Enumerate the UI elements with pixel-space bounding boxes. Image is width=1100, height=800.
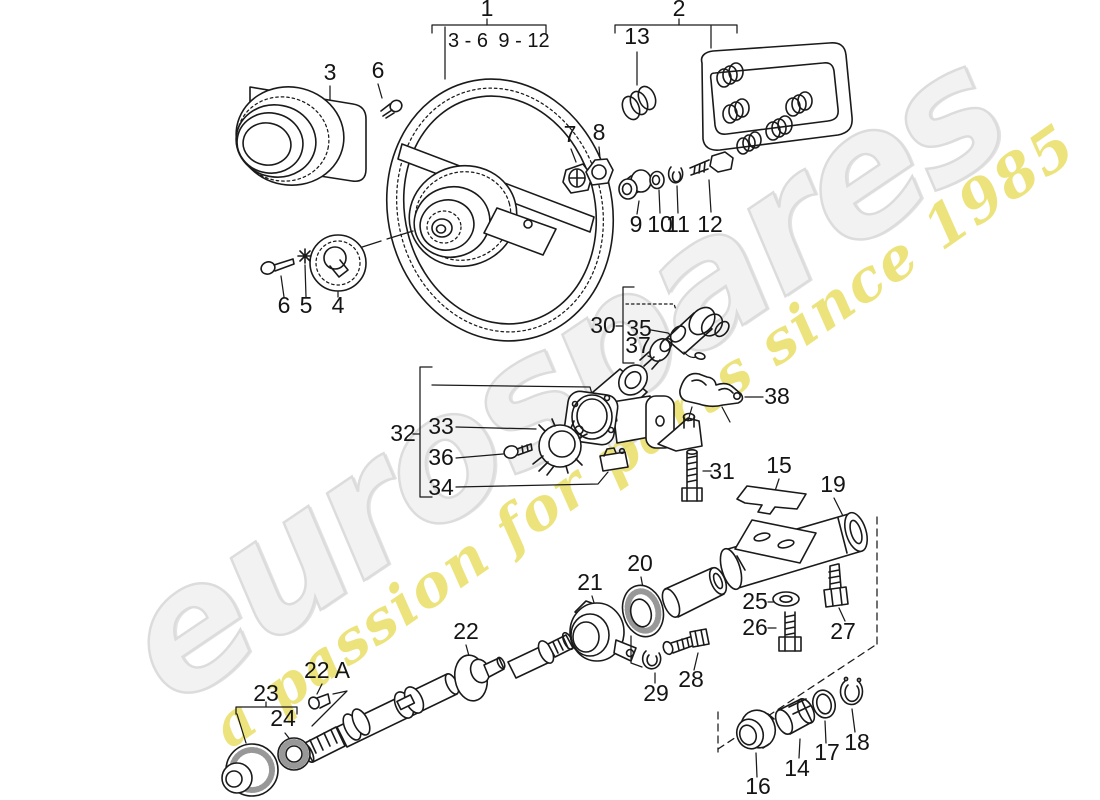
part-28-bolt: 28 [662,628,710,692]
assembly-bracket-30: 30 [590,286,677,364]
part-label-29: 29 [643,680,669,706]
spacer-tube [661,566,728,618]
part-label-32: 32 [390,420,416,446]
part-label-1-range-b: 9 - 12 [498,30,549,52]
part-18-snap-ring: 18 [839,676,870,755]
steering-wheel-hub [408,164,518,268]
part-label-30: 30 [590,312,616,338]
part-label-34: 34 [428,474,454,500]
part-17-o-ring: 17 [811,689,840,765]
part-label-7: 7 [564,121,577,147]
part-23-coupling-disc [221,743,279,797]
assembly-bracket-1: 1 3 - 6 9 - 12 [431,0,550,80]
part-label-3: 3 [324,59,337,85]
part-label-19: 19 [820,471,846,497]
part-label-22a: 22 A [304,657,351,683]
part-24-needle-bearing [277,737,311,771]
part-35-ignition-lock: 35 [626,306,730,360]
part-label-21: 21 [577,569,603,595]
part-38-clamp-bracket: 38 [679,372,790,423]
part-4-contact-ring: 4 [309,234,367,318]
part-label-5: 5 [300,292,313,318]
part-33-ignition-starter-switch: 33 [428,413,588,476]
part-8-hex-nut: 8 [585,119,614,186]
part-2-horn-pad-frame [700,42,853,155]
part-5-lock-washer: 5 [297,248,313,318]
part-label-11: 11 [666,211,690,237]
part-12-hex-bolt: 12 [689,151,734,237]
tube-clamp [734,519,817,564]
part-label-36: 36 [428,444,454,470]
part-31-bolt: 31 [681,448,735,502]
part-9-bushing: 9 [618,169,652,237]
part-13-contact-spring: 13 [621,23,657,121]
part-steering-lock-housing [563,364,703,452]
part-label-22: 22 [453,618,479,644]
horn-pad-springs [716,62,813,155]
part-label-28: 28 [678,666,704,692]
part-label-6-top: 6 [372,57,385,83]
part-29-clip: 29 [630,635,669,706]
part-21-bearing-flange: 21 [569,569,637,662]
part-6-screw-left: 6 [260,258,295,318]
part-label-14: 14 [784,755,810,781]
lower-spoke [483,207,557,256]
part-label-1: 1 [481,0,494,21]
part-34-micro-switch: 34 [428,447,629,500]
part-15-retaining-plate: 15 [736,452,807,515]
part-label-35: 35 [626,315,652,341]
part-22a-plug: 22 A [304,657,351,727]
part-label-24: 24 [270,705,296,731]
part-label-27: 27 [830,618,856,644]
part-22-steering-shaft: 22 [301,618,575,763]
part-label-18: 18 [844,729,870,755]
part-11-spring-washer: 11 [666,166,690,237]
steering-wheel [355,78,615,342]
assembly-bracket-2: 2 [614,0,738,49]
part-26-bolt: 26 [742,611,802,652]
part-label-25: 25 [742,588,768,614]
part-label-16: 16 [745,773,771,799]
part-label-6-left: 6 [278,292,291,318]
part-10-washer: 10 [647,170,673,237]
part-6-screw-top: 6 [372,57,403,119]
assembly-bracket-23: 23 24 [235,680,298,744]
part-label-9: 9 [630,211,643,237]
part-label-31: 31 [709,458,735,484]
part-label-26: 26 [742,614,768,640]
part-label-10: 10 [647,211,673,237]
part-label-2: 2 [673,0,686,21]
part-label-8: 8 [593,119,606,145]
assembly-bracket-32: 32 [390,366,593,498]
part-25-washer: 25 [742,588,800,614]
part-label-13: 13 [624,23,650,49]
part-label-15: 15 [766,452,792,478]
part-label-4: 4 [332,292,345,318]
part-label-12: 12 [697,211,723,237]
part-label-20: 20 [627,550,653,576]
part-7-spring-nut: 7 [562,121,593,194]
part-14-sleeve: 14 [774,698,816,781]
part-label-17: 17 [814,739,840,765]
part-label-38: 38 [764,383,790,409]
part-36-screw: 36 [428,443,533,470]
part-label-33: 33 [428,413,454,439]
part-37-ignition-switch-plug: 37 [625,332,673,370]
part-19-column-tube: 19 [719,471,869,591]
part-16-bushing: 16 [735,709,777,799]
part-label-1-range-a: 3 - 6 [448,30,488,52]
part-27-bolt: 27 [823,563,856,644]
part-3-horn-contact-housing: 3 [235,59,367,186]
part-20-bearing-ring: 20 [621,550,665,638]
